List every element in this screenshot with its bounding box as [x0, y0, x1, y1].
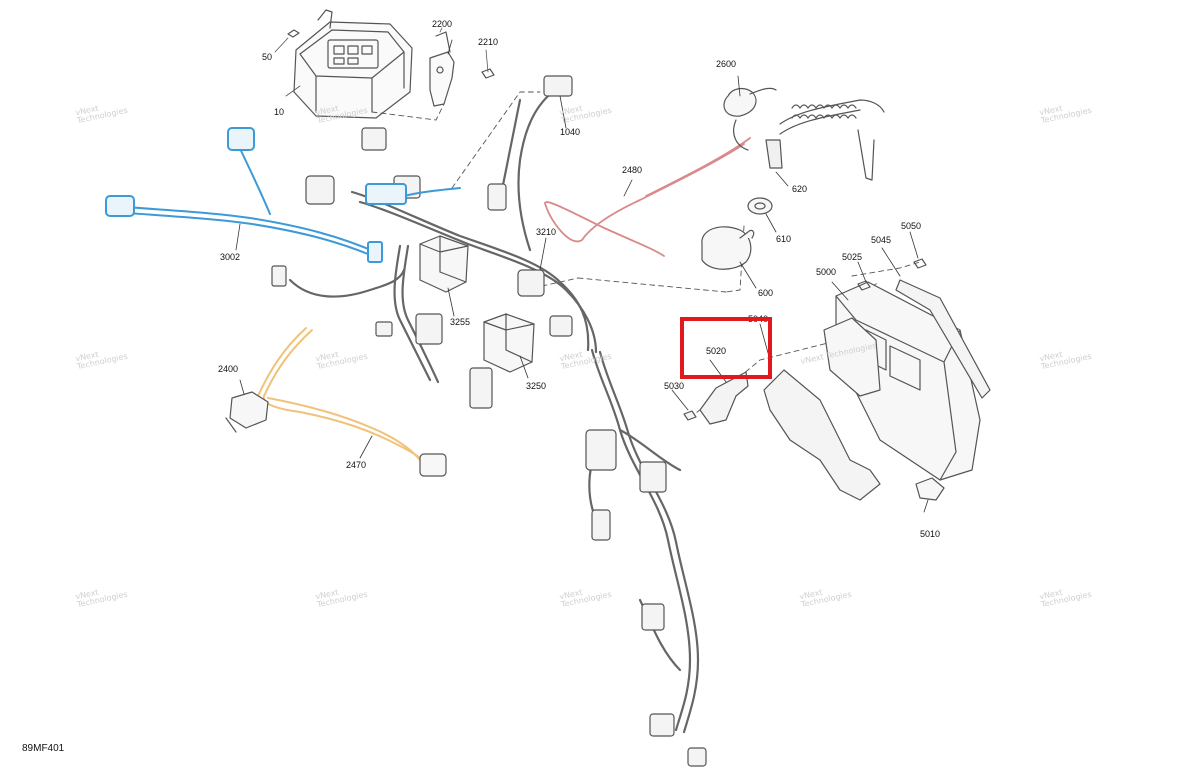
callout-5025[interactable]: 5025	[842, 252, 863, 262]
switch-parts	[419, 235, 535, 373]
callout-2200[interactable]: 2200	[432, 19, 453, 29]
callout-1040[interactable]: 1040	[560, 127, 581, 137]
sensor-part	[429, 31, 455, 107]
callout-3002[interactable]: 3002	[220, 252, 241, 262]
screw-part	[287, 29, 300, 38]
mount-bracket-part	[699, 371, 749, 425]
callout-5030[interactable]: 5030	[664, 381, 685, 391]
callout-3250[interactable]: 3250	[526, 381, 547, 391]
diagram-code: 89MF401	[22, 743, 65, 754]
fuse-box-part	[293, 9, 413, 119]
orange-connector-part	[419, 453, 447, 477]
callout-5020[interactable]: 5020	[706, 346, 727, 356]
callout-610[interactable]: 610	[776, 234, 792, 244]
bolt-5025-part	[857, 280, 871, 291]
bolt-part	[481, 68, 495, 79]
knob-switch-part	[701, 226, 755, 270]
bolt-5050-part	[913, 258, 927, 269]
red-harness	[544, 137, 751, 257]
callout-2470[interactable]: 2470	[346, 460, 367, 470]
bracket-part	[763, 279, 991, 501]
callout-5010[interactable]: 5010	[920, 529, 941, 539]
main-harness	[288, 84, 700, 734]
coiled-cord-part	[723, 87, 885, 181]
callout-3210[interactable]: 3210	[536, 227, 557, 237]
callout-2400[interactable]: 2400	[218, 364, 239, 374]
callout-2600[interactable]: 2600	[716, 59, 737, 69]
callout-10[interactable]: 10	[274, 107, 285, 117]
callout-2210[interactable]: 2210	[478, 37, 499, 47]
selected-part-highlight[interactable]	[680, 317, 772, 379]
callout-5050[interactable]: 5050	[901, 221, 922, 231]
callout-3255[interactable]: 3255	[450, 317, 471, 327]
callout-600[interactable]: 600	[758, 288, 774, 298]
callout-5000[interactable]: 5000	[816, 267, 837, 277]
callout-620[interactable]: 620	[792, 184, 808, 194]
callout-50[interactable]: 50	[262, 52, 273, 62]
blue-harness	[105, 127, 461, 263]
nut-part	[683, 410, 697, 421]
orange-harness	[257, 327, 429, 467]
grommet-part	[747, 197, 773, 215]
ignition-switch-part	[225, 391, 269, 433]
ecu-part	[823, 281, 981, 481]
callout-5045[interactable]: 5045	[871, 235, 892, 245]
callout-2480[interactable]: 2480	[622, 165, 643, 175]
clip-part	[915, 477, 945, 501]
